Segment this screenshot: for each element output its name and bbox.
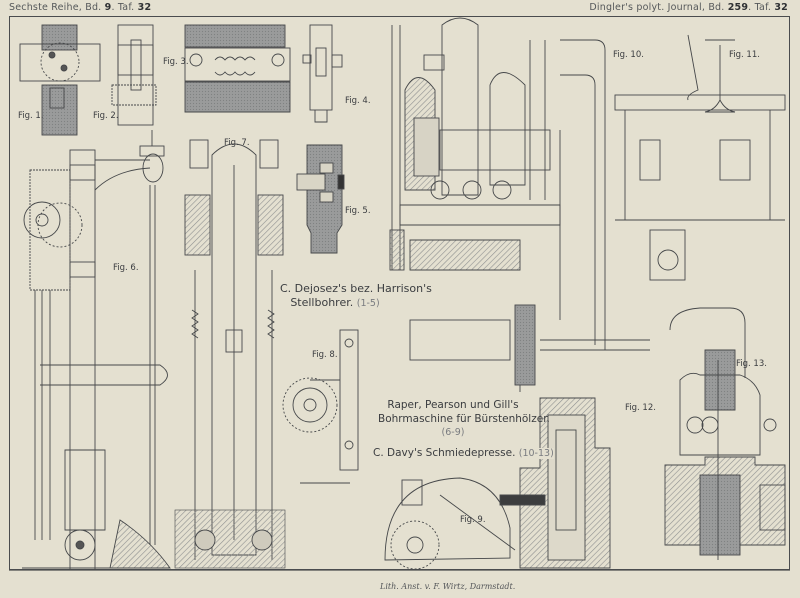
fig-13-label: Fig. 13. [736,359,767,369]
figure-3-drawing [184,24,291,113]
raper-caption-line1: Raper, Pearson und Gill's [378,398,528,412]
figure-11-drawing [614,34,786,281]
lithographer-imprint: Lith. Anst. v. F. Wirtz, Darmstadt. [380,582,516,591]
fig-12-label: Fig. 12. [625,403,656,413]
figure-2-drawing [111,24,157,126]
fig-7-label: Fig. 7. [224,138,250,148]
dejosez-figure-range: (1-5) [356,298,380,309]
figure-9-drawing [384,477,516,570]
fig-6-label: Fig. 6. [113,263,139,273]
journal-header: Dingler's polyt. Journal, Bd. 259. Taf. … [589,2,788,13]
figure-4-drawing [302,24,343,123]
fig-2-label: Fig. 2. [93,111,119,121]
figure-7-drawing [174,139,286,569]
dejosez-caption-line2: Stellbohrer. (1-5) [280,296,390,311]
journal-sep: . Taf. [748,2,772,13]
fig-8-label: Fig. 8. [312,350,338,360]
journal-label: Dingler's polyt. Journal, Bd. [589,2,725,13]
raper-caption: Raper, Pearson und Gill's Bohrmaschine f… [378,398,550,440]
fig-5-label: Fig. 5. [345,206,371,216]
davy-title: C. Davy's Schmiedepresse. [373,447,516,459]
dejosez-caption: C. Dejosez's bez. Harrison's Stellbohrer… [280,282,432,311]
series-sep: . Taf. [111,2,135,13]
fig-9-label: Fig. 9. [460,515,486,525]
series-header: Sechste Reihe, Bd. 9. Taf. 32 [9,2,151,13]
figure-5-drawing [296,144,345,254]
dejosez-title: Stellbohrer. [290,296,354,309]
figure-8-drawing [282,329,359,484]
davy-figure-range: (10-13) [518,448,554,459]
fig-10-label: Fig. 10. [613,50,644,60]
dejosez-caption-line1: C. Dejosez's bez. Harrison's [280,282,432,296]
figure-12-drawing [499,397,611,569]
series-volume: 9 [104,2,112,13]
raper-caption-line2: Bohrmaschine für Bürstenhölzer. [378,412,550,426]
figure-10-drawing [389,17,650,392]
figure-1-drawing [19,24,101,136]
fig-4-label: Fig. 4. [345,96,371,106]
figure-13-drawing [664,307,786,560]
fig-3-label: Fig. 3. [163,57,189,67]
series-plate-number: 32 [137,2,152,13]
raper-figure-range: (6-9) [378,426,528,440]
davy-caption: C. Davy's Schmiedepresse. (10-13) [373,446,554,461]
figure-6-drawing [22,130,171,571]
series-label: Sechste Reihe, Bd. [9,2,102,13]
fig-1-label: Fig. 1. [18,111,44,121]
journal-volume: 259 [727,2,749,13]
journal-plate-number: 32 [774,2,788,13]
fig-11-label: Fig. 11. [729,50,760,60]
